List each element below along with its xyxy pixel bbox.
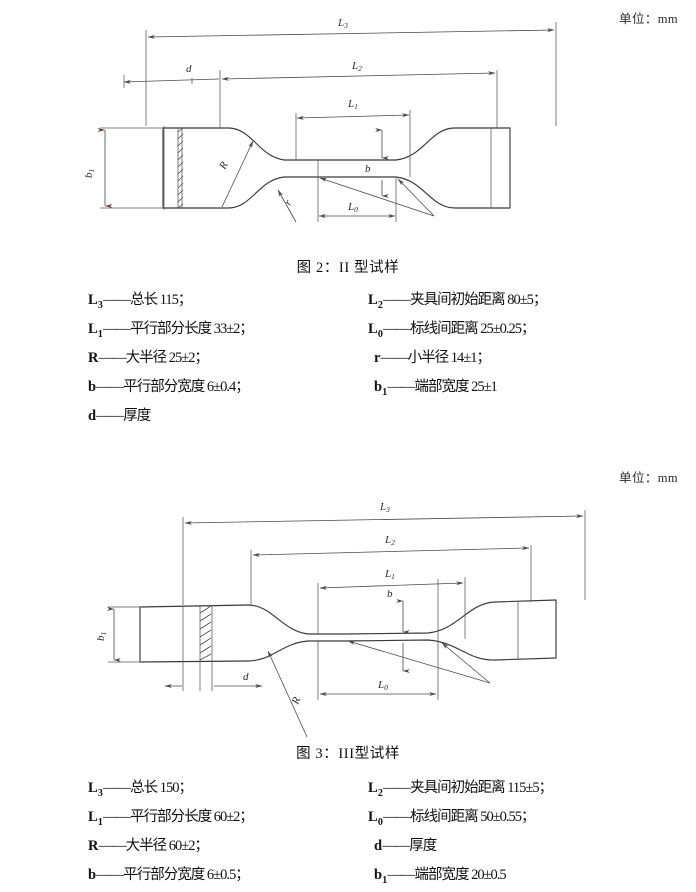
dim-label-L0-figure-2: L0 xyxy=(347,201,358,214)
spec-symbol: b xyxy=(88,867,97,883)
spec-text: ——厚度 xyxy=(96,408,151,424)
spec-item: r——小半径 14±1； xyxy=(374,346,491,367)
dim-label-b-figure-3: b xyxy=(387,588,393,600)
spec-row: L1——平行部分长度 60±2； L0——标线间距离 50±0.55； xyxy=(0,805,696,834)
figure-2-caption: 图 2：II 型试样 xyxy=(296,260,400,276)
spec-text: ——端部宽度 25±1 xyxy=(387,379,497,395)
spec-item: b——平行部分宽度 6±0.4； xyxy=(88,375,250,396)
dim-label-L1-figure-2: L1 xyxy=(347,98,358,111)
spec-text: ——夹具间初始距离 115±5； xyxy=(383,780,553,796)
figure-2-diagram: 单位：mm xyxy=(0,0,696,250)
spec-text: ——标线间距离 50±0.55； xyxy=(383,809,535,825)
dim-label-L2-figure-2: L2 xyxy=(351,60,362,73)
spec-item: d——厚度 xyxy=(88,404,151,425)
spec-item: L2——夹具间初始距离 80±5； xyxy=(368,288,547,311)
unit-note-figure-2: 单位：mm xyxy=(619,12,678,26)
dim-label-b1-figure-3: b1 xyxy=(95,632,108,641)
spec-text: ——平行部分长度 33±2； xyxy=(103,321,254,337)
spec-symbol: L3 xyxy=(88,292,104,311)
spec-symbol: L1 xyxy=(88,321,104,340)
spec-text: ——标线间距离 25±0.25； xyxy=(383,321,535,337)
spec-text: ——大半径 25±2； xyxy=(98,350,209,366)
dim-label-L1-figure-3: L1 xyxy=(384,568,395,581)
spec-text: ——平行部分宽度 6±0.5； xyxy=(96,867,249,883)
dim-label-R-figure-3: R xyxy=(289,695,303,707)
spec-symbol: b xyxy=(88,379,97,395)
spec-text: ——夹具间初始距离 80±5； xyxy=(383,292,547,308)
spec-symbol: L1 xyxy=(88,809,104,828)
figure-3-diagram: 单位：mm xyxy=(0,455,696,740)
spec-symbol: L0 xyxy=(368,809,384,828)
spec-symbol: d xyxy=(374,838,383,854)
spec-row: R——大半径 60±2； d——厚度 xyxy=(0,834,696,863)
spec-item: L0——标线间距离 50±0.55； xyxy=(368,805,536,828)
spec-item: L0——标线间距离 25±0.25； xyxy=(368,317,536,340)
spec-symbol: L2 xyxy=(368,780,384,799)
spec-text: ——小半径 14±1； xyxy=(380,350,491,366)
spec-symbol: R xyxy=(88,350,99,366)
dim-label-d-figure-2: d xyxy=(186,63,192,75)
spec-row: L3——总长 115； L2——夹具间初始距离 80±5； xyxy=(0,288,696,317)
spec-text: ——平行部分长度 60±2； xyxy=(103,809,254,825)
figure-3-spec-list: L3——总长 150； L2——夹具间初始距离 115±5； L1——平行部分长… xyxy=(0,776,696,892)
spec-row: R——大半径 25±2； r——小半径 14±1； xyxy=(0,346,696,375)
dim-label-L0-figure-3: L0 xyxy=(377,679,388,692)
spec-text: ——平行部分宽度 6±0.4； xyxy=(96,379,249,395)
spec-text: ——大半径 60±2； xyxy=(98,838,209,854)
spec-symbol: r xyxy=(374,350,381,366)
spec-text: ——总长 150； xyxy=(103,780,193,796)
figure-3-caption: 图 3：III型试样 xyxy=(296,746,400,762)
spec-text: ——厚度 xyxy=(382,838,437,854)
spec-item: R——大半径 25±2； xyxy=(88,346,209,367)
spec-symbol: d xyxy=(88,408,97,424)
grip-hatch-region xyxy=(199,605,212,661)
spec-item: b——平行部分宽度 6±0.5； xyxy=(88,863,250,884)
unit-note-figure-3: 单位：mm xyxy=(619,471,678,485)
spec-item: L2——夹具间初始距离 115±5； xyxy=(368,776,553,799)
spec-symbol: L0 xyxy=(368,321,384,340)
spec-symbol: L3 xyxy=(88,780,104,799)
dim-label-d-figure-3: d xyxy=(243,671,249,683)
figure-2-spec-list: L3——总长 115； L2——夹具间初始距离 80±5； L1——平行部分长度… xyxy=(0,288,696,433)
spec-item: L3——总长 115； xyxy=(88,288,192,311)
grip-hatch-region xyxy=(177,127,184,209)
dim-label-L3-figure-2: L3 xyxy=(337,17,348,30)
dim-label-L2-figure-3: L2 xyxy=(384,534,395,547)
spec-symbol: R xyxy=(88,838,99,854)
spec-row: b——平行部分宽度 6±0.5； b1——端部宽度 20±0.5 xyxy=(0,863,696,892)
spec-item: b1——端部宽度 25±1 xyxy=(374,375,498,398)
spec-symbol: b1 xyxy=(374,379,388,398)
dim-label-r-figure-2: r xyxy=(282,197,295,207)
spec-item: L1——平行部分长度 33±2； xyxy=(88,317,254,340)
dim-label-b1-figure-2: b1 xyxy=(83,169,96,178)
spec-item: R——大半径 60±2； xyxy=(88,834,209,855)
spec-item: L1——平行部分长度 60±2； xyxy=(88,805,254,828)
spec-item: d——厚度 xyxy=(374,834,437,855)
figure-2-specimen-drawing: L3 L2 d L1 b L0 xyxy=(83,17,557,223)
spec-text: ——端部宽度 20±0.5 xyxy=(387,867,506,883)
figure-3-specimen-drawing: L3 L2 L1 b L0 b1 xyxy=(95,501,586,738)
spec-text: ——总长 115； xyxy=(103,292,192,308)
spec-row: b——平行部分宽度 6±0.4； b1——端部宽度 25±1 xyxy=(0,375,696,404)
dim-label-R-figure-2: R xyxy=(217,160,231,173)
dim-label-L3-figure-3: L3 xyxy=(379,501,390,514)
spec-row: L1——平行部分长度 33±2； L0——标线间距离 25±0.25； xyxy=(0,317,696,346)
spec-symbol: L2 xyxy=(368,292,384,311)
spec-item: L3——总长 150； xyxy=(88,776,193,799)
spec-row: d——厚度 xyxy=(0,404,696,433)
spec-item: b1——端部宽度 20±0.5 xyxy=(374,863,507,886)
spec-symbol: b1 xyxy=(374,867,388,886)
spec-row: L3——总长 150； L2——夹具间初始距离 115±5； xyxy=(0,776,696,805)
dim-label-b-figure-2: b xyxy=(365,163,371,175)
